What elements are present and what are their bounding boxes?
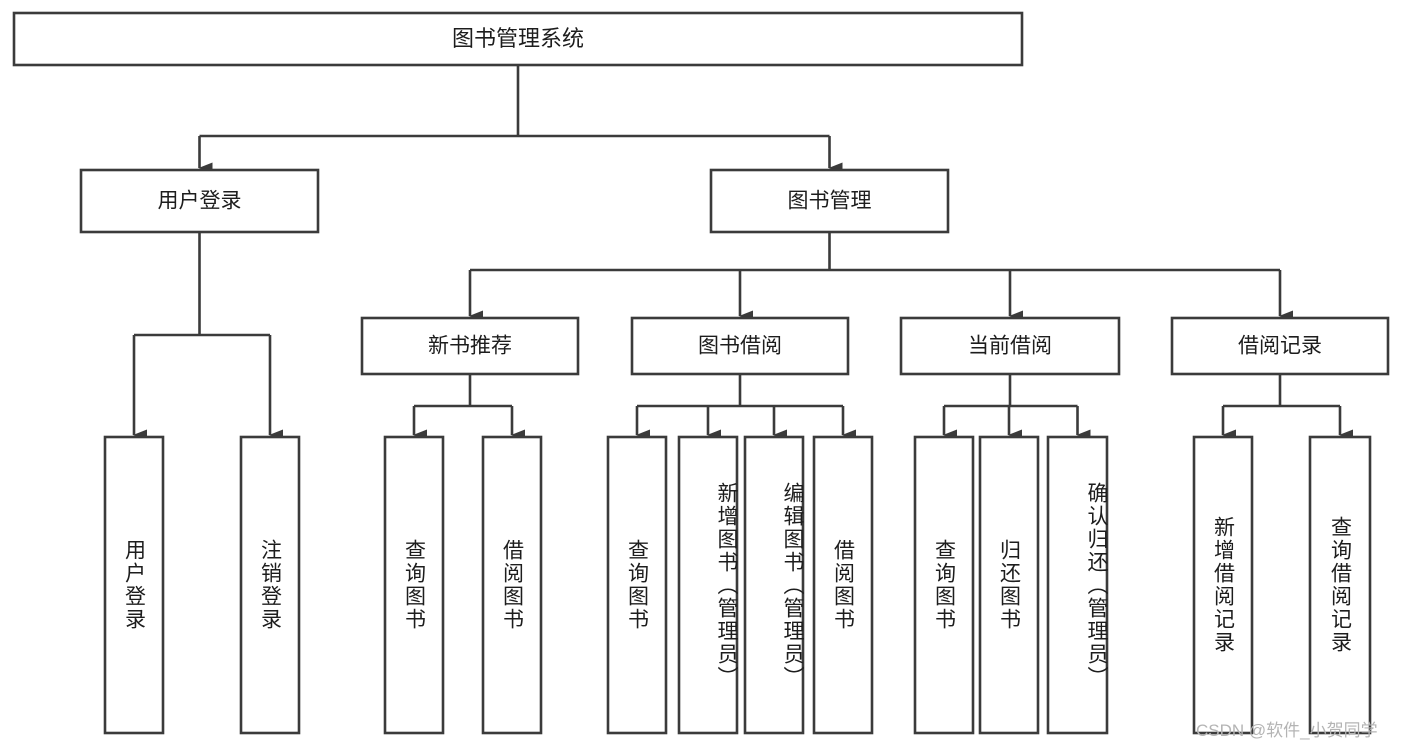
node-user_login[interactable]: 用户登录 <box>79 168 320 234</box>
leaf-add-book[interactable] <box>677 435 739 735</box>
node-new_book_rec[interactable]: 新书推荐 <box>360 316 580 376</box>
leaf-borrow-book-rect <box>812 435 874 735</box>
node-new_book_rec-label: 新书推荐 <box>428 335 512 358</box>
leaf-add-book-rect <box>677 435 739 735</box>
node-current_borrow-rect <box>899 316 1121 376</box>
leaf-query-book-current[interactable] <box>913 435 975 735</box>
node-book_manage-label: 图书管理 <box>788 190 872 213</box>
leaf-logout-rect <box>239 435 301 735</box>
leaf-query-book-rec-rect <box>383 435 445 735</box>
leaf-user-login-rect <box>103 435 165 735</box>
leaf-query-record-rect <box>1308 435 1372 735</box>
node-root-rect <box>12 11 1024 67</box>
leaf-borrow-book[interactable] <box>812 435 874 735</box>
node-borrow_record-rect <box>1170 316 1390 376</box>
connector-lines <box>132 65 1353 441</box>
node-current_borrow[interactable]: 当前借阅 <box>899 316 1121 376</box>
leaf-add-record[interactable] <box>1192 435 1254 735</box>
csdn-watermark: CSDN @软件_小贺同学 <box>1196 721 1378 740</box>
leaf-query-book-borrow-rect <box>606 435 668 735</box>
node-borrow_record[interactable]: 借阅记录 <box>1170 316 1390 376</box>
node-root-label: 图书管理系统 <box>452 26 584 51</box>
leaf-confirm-return[interactable] <box>1046 435 1109 735</box>
node-current_borrow-label: 当前借阅 <box>968 335 1052 358</box>
node-borrow_record-label: 借阅记录 <box>1238 335 1322 358</box>
leaf-borrow-book-rec-rect <box>481 435 543 735</box>
node-book_manage[interactable]: 图书管理 <box>709 168 950 234</box>
leaf-query-book-borrow[interactable] <box>606 435 668 735</box>
leaf-query-record[interactable] <box>1308 435 1372 735</box>
leaf-query-book-rec[interactable] <box>383 435 445 735</box>
leaf-add-record-rect <box>1192 435 1254 735</box>
node-user_login-rect <box>79 168 320 234</box>
node-book_borrow[interactable]: 图书借阅 <box>630 316 850 376</box>
leaf-edit-book-rect <box>743 435 805 735</box>
leaf-edit-book[interactable] <box>743 435 805 735</box>
leaf-return-book[interactable] <box>978 435 1040 735</box>
leaf-logout[interactable] <box>239 435 301 735</box>
leaf-user-login[interactable] <box>103 435 165 735</box>
leaf-query-book-current-rect <box>913 435 975 735</box>
node-book_borrow-rect <box>630 316 850 376</box>
node-new_book_rec-rect <box>360 316 580 376</box>
node-book_manage-rect <box>709 168 950 234</box>
leaf-confirm-return-rect <box>1046 435 1109 735</box>
leaf-return-book-rect <box>978 435 1040 735</box>
leaf-borrow-book-rec[interactable] <box>481 435 543 735</box>
node-root[interactable]: 图书管理系统 <box>12 11 1024 67</box>
node-user_login-label: 用户登录 <box>158 190 242 213</box>
node-book_borrow-label: 图书借阅 <box>698 335 782 358</box>
